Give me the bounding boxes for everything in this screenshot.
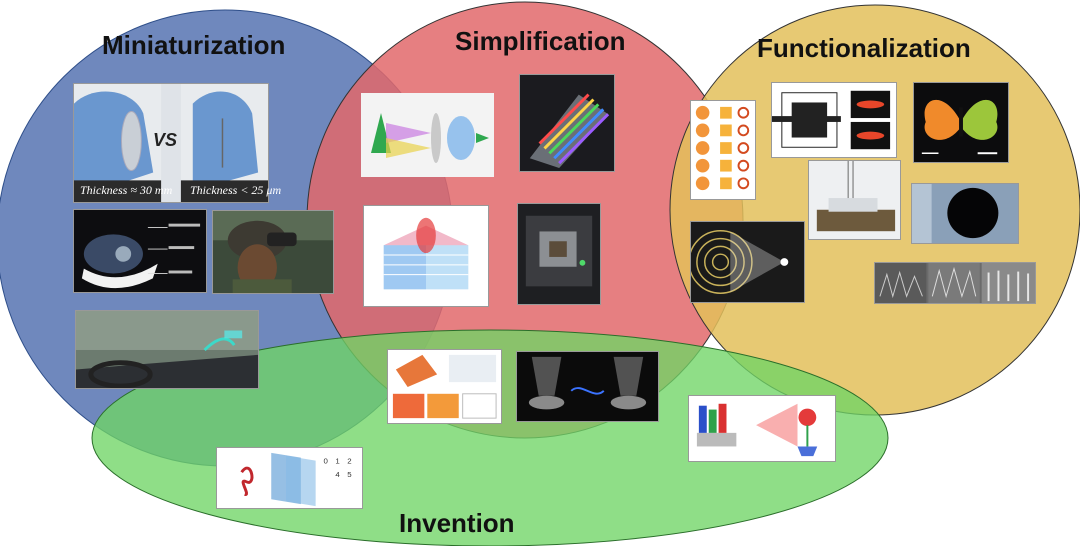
sem-nanostructures	[874, 262, 1036, 304]
waveguide-device-figure	[771, 82, 897, 158]
ar-headset-diagram	[73, 209, 207, 293]
chip-sensor-photo	[517, 203, 601, 305]
functionalization-label: Functionalization	[757, 33, 971, 63]
dual-metalens-rendering	[516, 351, 659, 422]
miniaturization-label: Miniaturization	[102, 30, 286, 60]
invention-label: Invention	[399, 508, 515, 538]
svg-text:4: 4	[335, 470, 340, 479]
rainbow-grating-illustration	[519, 74, 615, 172]
layered-structure-schematic	[363, 205, 489, 307]
svg-text:1: 1	[335, 457, 339, 466]
focusing-metalens-array	[690, 221, 805, 303]
right-thickness-caption: Thickness < 25 μm	[190, 183, 282, 197]
left-thickness-caption: Thickness ≈ 30 mm	[80, 183, 173, 197]
simplification-label: Simplification	[455, 26, 626, 56]
black-wafer-photo	[911, 183, 1019, 244]
svg-text:0: 0	[324, 457, 329, 466]
color-sorting-flower-illustration	[688, 395, 836, 462]
vs-text: VS	[153, 130, 178, 150]
svg-text:2: 2	[347, 457, 351, 466]
metalens-optics-illustration	[361, 93, 494, 177]
butterfly-hologram	[913, 82, 1009, 163]
night-vision-soldier-photo	[212, 210, 334, 294]
car-hud-photo	[75, 310, 259, 389]
svg-text:5: 5	[347, 470, 352, 479]
vortex-beam-array	[690, 100, 756, 200]
lens-comparison-photo	[73, 83, 269, 203]
spectral-imaging-figure	[387, 349, 502, 424]
fiber-array-chip-photo	[808, 160, 901, 240]
